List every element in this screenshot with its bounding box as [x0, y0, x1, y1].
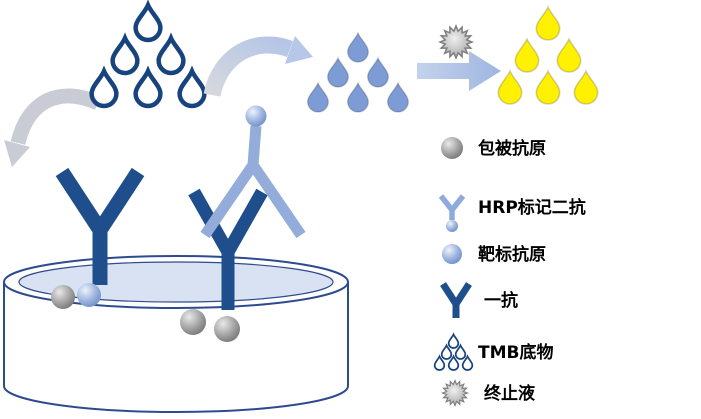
droplet-icon: [306, 82, 330, 113]
droplet-icon: [113, 38, 138, 73]
hrp-secondary-antibody-icon: [438, 194, 466, 232]
droplet-icon: [92, 71, 117, 106]
stop-arrow: [417, 51, 501, 91]
droplet-icon: [573, 70, 599, 105]
droplet-icon: [159, 38, 184, 73]
legend-label: HRP标记二抗: [478, 197, 586, 218]
hrp-secondary-antibody: [200, 125, 306, 239]
droplet-icon: [514, 38, 540, 73]
droplet-icon: [326, 57, 350, 88]
legend-label: 一抗: [484, 290, 518, 311]
droplet-icon: [386, 82, 410, 113]
droplet-icon: [346, 82, 370, 113]
droplet-icon: [136, 5, 161, 40]
wash-arrow: [4, 88, 102, 167]
hrp-enzyme-sphere: [245, 105, 267, 127]
legend: 包被抗原 HRP标记二抗 靶标抗原 一抗: [433, 137, 586, 407]
stopped-reaction-droplets: [497, 6, 599, 105]
gray-sphere-icon: [441, 137, 463, 159]
primary-antibody-icon: [440, 282, 472, 318]
blue-sphere-icon: [442, 244, 462, 264]
detection-complex: [180, 105, 306, 342]
legend-item-tmb-substrate: TMB底物: [433, 333, 553, 371]
tmb-droplets-icon: [433, 333, 474, 371]
legend-label: 包被抗原: [478, 138, 546, 159]
starburst-icon: [441, 379, 469, 407]
secondary-antibody-shape: [200, 125, 306, 239]
legend-item-hrp-secondary: HRP标记二抗: [438, 194, 586, 232]
legend-item-target-antigen: 靶标抗原: [442, 244, 546, 265]
tmb-substrate-droplets: [92, 5, 205, 106]
well-body: [3, 282, 349, 413]
wash-arrow-shaft: [10, 88, 102, 146]
legend-label: 终止液: [484, 383, 535, 404]
droplet-icon: [535, 6, 561, 41]
droplet-icon: [346, 32, 370, 63]
coating-antigen-sphere: [51, 285, 75, 309]
droplet-icon: [136, 71, 161, 106]
stop-solution-starburst-icon: [439, 25, 473, 59]
wash-arrow-head: [4, 140, 30, 167]
substrate-reaction-arrow: [203, 36, 313, 98]
developed-substrate-droplets: [306, 32, 410, 113]
droplet-icon: [366, 57, 390, 88]
droplet-icon: [535, 70, 561, 105]
droplet-icon: [556, 38, 582, 73]
droplet-icon: [497, 70, 523, 105]
legend-item-coating-antigen: 包被抗原: [441, 137, 546, 159]
primary-antibody-left: [55, 167, 145, 285]
antibody-y-shape: [55, 167, 145, 285]
legend-item-primary-antibody: 一抗: [440, 282, 518, 318]
target-antigen-sphere: [77, 283, 101, 307]
legend-label: TMB底物: [478, 342, 553, 363]
coating-antigen-sphere: [180, 309, 206, 335]
coating-antigen-sphere: [214, 316, 240, 342]
droplet-icon: [180, 71, 205, 106]
legend-label: 靶标抗原: [478, 244, 546, 265]
reaction-arrow-head: [285, 36, 313, 64]
legend-item-stop-solution: 终止液: [441, 379, 535, 407]
microplate-well: [3, 255, 349, 413]
reaction-arrow-shaft: [203, 36, 293, 98]
